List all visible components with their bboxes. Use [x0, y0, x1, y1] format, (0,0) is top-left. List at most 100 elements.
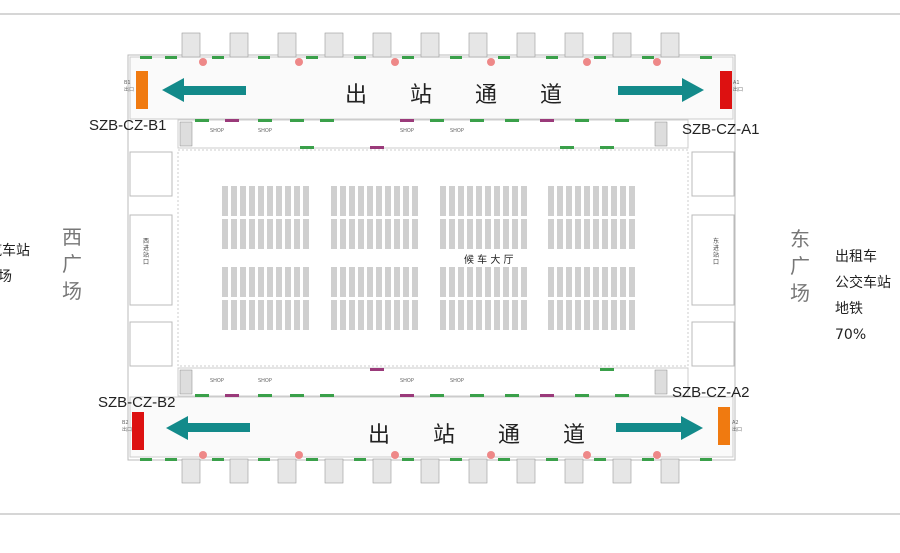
seat-row [385, 267, 391, 297]
seat-row [458, 219, 464, 249]
seat-row [503, 219, 509, 249]
seat-row [494, 219, 500, 249]
seat-row [294, 267, 300, 297]
seat-row [521, 219, 527, 249]
bottom-border [0, 513, 900, 515]
shop-label-top: SHOP [258, 128, 272, 134]
seat-row [376, 219, 382, 249]
seat-row [494, 186, 500, 216]
seat-row [440, 186, 446, 216]
seat-row [593, 267, 599, 297]
seat-row [620, 267, 626, 297]
seat-row [240, 267, 246, 297]
top-shop-marks [195, 119, 629, 149]
seat-row [385, 300, 391, 330]
seat-row [575, 219, 581, 249]
shop-label-bottom: SHOP [210, 378, 224, 384]
east-plaza-label: 东 广 场 [790, 227, 810, 305]
west-entrance-label: 西进站口 [143, 238, 150, 266]
top-escalators [181, 32, 680, 58]
seat-row [629, 300, 635, 330]
seat-row [367, 219, 373, 249]
seat-row [620, 300, 626, 330]
shop-label-bottom: SHOP [400, 378, 414, 384]
seat-row [258, 300, 264, 330]
seat-row [575, 267, 581, 297]
code-a2: SZB-CZ-A2 [672, 384, 750, 401]
seat-row [557, 186, 563, 216]
seat-row [276, 186, 282, 216]
seat-row [403, 267, 409, 297]
seat-row [557, 267, 563, 297]
seat-row [467, 219, 473, 249]
seat-row [566, 186, 572, 216]
seat-row [331, 219, 337, 249]
seat-row [367, 267, 373, 297]
seat-row [503, 186, 509, 216]
seat-row [476, 186, 482, 216]
seat-row [503, 267, 509, 297]
seat-row [367, 300, 373, 330]
seat-row [249, 300, 255, 330]
arrow-top-right [618, 78, 704, 102]
seat-row [285, 267, 291, 297]
seat-row [593, 186, 599, 216]
seat-row [385, 186, 391, 216]
left-list-item: 场 [0, 269, 12, 285]
seat-row [584, 300, 590, 330]
seat-row [294, 186, 300, 216]
shop-label-top: SHOP [450, 128, 464, 134]
seat-row [548, 219, 554, 249]
gate-b1-marker [136, 71, 148, 109]
seat-row [222, 300, 228, 330]
seat-row [629, 186, 635, 216]
seat-row [331, 300, 337, 330]
seat-row [258, 219, 264, 249]
seat-row [476, 219, 482, 249]
seat-row [349, 267, 355, 297]
seat-row [458, 300, 464, 330]
seat-row [440, 300, 446, 330]
seat-row [276, 267, 282, 297]
left-list-item: 汽车站 [0, 243, 30, 259]
seat-row [476, 300, 482, 330]
seat-row [276, 300, 282, 330]
seat-row [440, 267, 446, 297]
west-room-bottom [129, 321, 173, 367]
seat-row [575, 300, 581, 330]
seat-row [394, 300, 400, 330]
seat-row [548, 267, 554, 297]
seat-row [602, 219, 608, 249]
seat-row [449, 300, 455, 330]
list-item-metro: 地铁 [835, 301, 863, 317]
seat-row [512, 186, 518, 216]
seat-row [611, 219, 617, 249]
seat-row [349, 186, 355, 216]
seat-row [548, 300, 554, 330]
corridor-top-label: 出 站 通 道 [345, 83, 580, 108]
seat-row [231, 267, 237, 297]
seat-row [620, 186, 626, 216]
seat-row [412, 219, 418, 249]
seat-row [285, 186, 291, 216]
seat-row [440, 219, 446, 249]
seat-row [412, 186, 418, 216]
code-b2: SZB-CZ-B2 [98, 394, 176, 411]
list-item-taxi: 出租车 [835, 249, 877, 265]
seat-row [458, 267, 464, 297]
list-item-percent: 70% [835, 327, 867, 343]
seat-row [467, 300, 473, 330]
seat-row [358, 219, 364, 249]
seat-row [557, 219, 563, 249]
gate-a1-tag: A1 出口 [733, 80, 744, 93]
seat-row [376, 186, 382, 216]
seat-row [611, 267, 617, 297]
seat-row [276, 219, 282, 249]
seat-row [285, 300, 291, 330]
seat-row [303, 267, 309, 297]
seat-row [222, 219, 228, 249]
seat-row [485, 267, 491, 297]
seat-row [593, 300, 599, 330]
seat-row [285, 219, 291, 249]
